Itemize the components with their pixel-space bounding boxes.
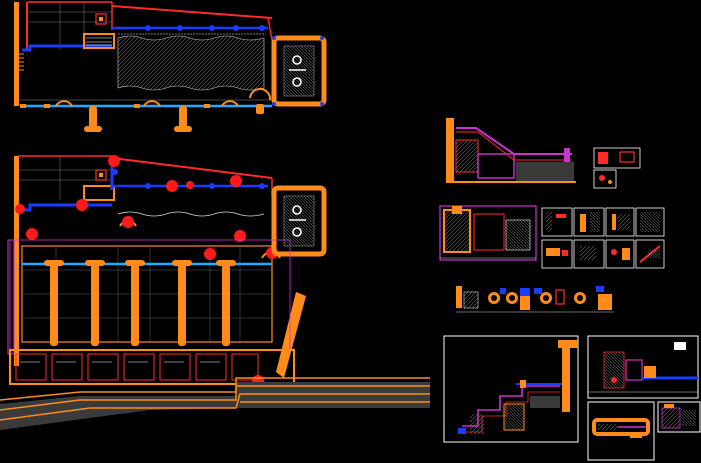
arches (55, 88, 272, 107)
upper-section-view[interactable] (14, 1, 327, 132)
basement-wall (9, 349, 295, 385)
deck-step (83, 33, 115, 49)
fitting-mark (598, 294, 612, 310)
pump-room-fill (283, 195, 315, 247)
stair-profile (456, 127, 572, 155)
wall-segment (446, 118, 454, 182)
detail-sheet-d-view[interactable] (657, 401, 701, 433)
detail-mark (452, 206, 462, 214)
roof-line (111, 5, 273, 19)
lower-section-view[interactable] (0, 155, 430, 430)
detail-sheet-b-view[interactable] (587, 335, 699, 399)
detail-frame (593, 147, 641, 169)
column-caps (44, 260, 236, 266)
detail-fill (473, 213, 505, 251)
panel-cells (541, 207, 665, 269)
arches (119, 220, 281, 259)
ramp (276, 292, 306, 378)
detail-stair-view[interactable] (446, 118, 576, 183)
stair-profile (456, 131, 572, 161)
fitting-mark (599, 175, 605, 181)
stair-post (564, 148, 570, 162)
fitting-mark (619, 151, 635, 163)
pump-equipment (289, 55, 306, 87)
fitting-mark (644, 366, 656, 378)
fitting-mark (630, 432, 642, 438)
basement-rooms (15, 353, 259, 381)
columns (84, 104, 264, 132)
sheet-frame (587, 335, 699, 399)
detail-fill (625, 359, 643, 381)
sheet-frame (443, 335, 579, 443)
fitting-mark (598, 152, 608, 164)
pipe-markers (145, 25, 265, 31)
detail-fill (503, 403, 525, 431)
stair-treads (86, 37, 112, 46)
roof-line (267, 17, 273, 41)
valve-box (95, 169, 107, 181)
detail-sheet-c-view[interactable] (587, 401, 655, 461)
wall-segment (7, 239, 15, 355)
detail-fill (530, 396, 560, 408)
pump-equipment (289, 205, 306, 237)
columns (50, 264, 230, 346)
pool-water-fill (117, 35, 265, 91)
detail-fitting-boxes[interactable] (593, 147, 641, 189)
detail-fill (682, 410, 696, 426)
fitting-mark (555, 289, 565, 305)
detail-fill (443, 209, 471, 253)
wall-segment (558, 340, 578, 348)
fitting-mark (463, 291, 479, 309)
pipe-line (22, 203, 112, 212)
stair-base (516, 162, 574, 182)
fitting-markers (500, 286, 604, 296)
fitting-rings (491, 295, 583, 301)
fitting-mark (611, 377, 617, 383)
pipe-line (22, 44, 112, 52)
pool-surface (117, 211, 265, 217)
fitting-mark (608, 180, 612, 184)
detail-frame (593, 169, 617, 189)
detail-sheet-a-view[interactable] (443, 335, 579, 443)
valve-box (99, 17, 103, 21)
pump-room-wall (271, 185, 327, 257)
detail-frame (439, 205, 537, 261)
stair-fill (455, 139, 479, 173)
pipe-marker (458, 428, 466, 434)
stair-fill (477, 153, 515, 179)
pipe-markers (112, 169, 265, 189)
fitting-mark (520, 380, 526, 388)
detail-panel-grid-view[interactable] (439, 205, 665, 269)
detail-fill (470, 414, 484, 434)
terrain-bands (0, 377, 430, 430)
roof-line (111, 157, 273, 179)
fitting-mark (520, 296, 530, 310)
panel-cell-contents (546, 212, 661, 263)
valve-box (95, 13, 107, 25)
grid-lines (18, 156, 112, 200)
valve-box (99, 173, 103, 177)
deck-step (83, 185, 115, 201)
pipe-markers (272, 36, 324, 106)
grid-lines (28, 2, 112, 50)
fitting-mark (674, 342, 686, 350)
detail-fittings-row-view[interactable] (456, 286, 614, 313)
sheet-frame (657, 401, 701, 433)
detail-fill (592, 418, 650, 436)
detail-fill (661, 407, 681, 429)
pump-room-wall (271, 35, 327, 107)
detail-fill (598, 424, 618, 430)
pump-room-fill (283, 45, 315, 97)
floor-markers (20, 104, 210, 108)
wall-segment (562, 342, 570, 412)
wall-segment (14, 156, 19, 366)
fitting-mark (456, 286, 462, 308)
detail-fill (603, 351, 625, 389)
sheet-frame (587, 401, 655, 461)
detail-fill (505, 219, 531, 251)
fitting-mark (664, 404, 674, 408)
wall-segment (26, 2, 28, 50)
ladder-marks (16, 53, 24, 71)
